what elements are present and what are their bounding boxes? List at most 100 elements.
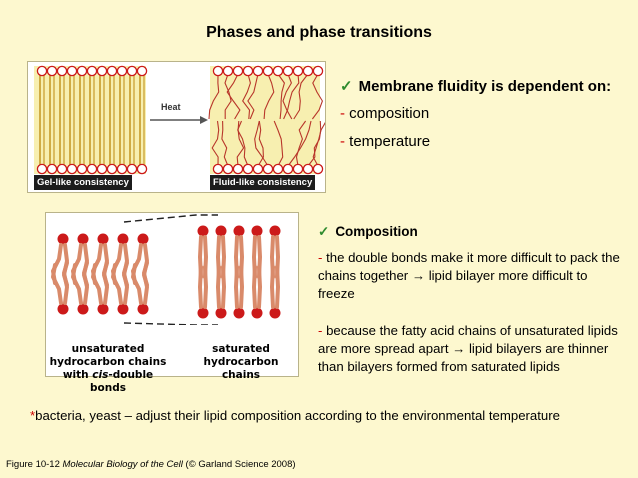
saturated-lipid-tail — [203, 265, 208, 309]
fluid-headgroups — [212, 65, 324, 175]
fluid-tail — [293, 73, 309, 120]
membrane-phase-figure: Heat Gel-like consistency Fluid-like con… — [27, 61, 326, 193]
unsaturated-caption: unsaturated hydrocarbon chains with cis-… — [49, 343, 167, 394]
unsaturated-lipid-head — [97, 233, 109, 245]
membrane-phase-svg: Heat — [34, 65, 325, 175]
saturated-lipid-tail — [221, 265, 226, 309]
unsaturated-lipid-tail — [131, 263, 143, 305]
gel-headgroup — [106, 65, 118, 77]
saturated-lipid-tail — [270, 265, 275, 309]
gel-caption: Gel-like consistency — [34, 175, 132, 190]
fluid-tail — [254, 120, 269, 167]
check-icon: ✓ — [318, 224, 330, 239]
unsaturated-lipid-head — [117, 233, 129, 245]
gel-headgroup — [86, 163, 98, 175]
unsaturated-lipid-head — [97, 303, 109, 315]
gel-headgroups — [36, 65, 148, 175]
saturated-lipid-tail — [198, 265, 203, 309]
fluid-headgroup — [242, 65, 254, 77]
fluid-caption: Fluid-like consistency — [210, 175, 316, 190]
unsaturated-lipid-head — [137, 303, 149, 315]
fluid-tail — [312, 122, 325, 167]
slide-title: Phases and phase transitions — [206, 24, 432, 41]
fluid-tail — [277, 73, 286, 120]
fluid-tail — [211, 120, 220, 167]
fluid-headgroup — [232, 65, 244, 77]
gel-headgroup — [116, 163, 128, 175]
zoom-line-top — [123, 214, 218, 223]
fluid-tail — [237, 120, 249, 167]
fluid-tails — [208, 73, 325, 167]
gel-headgroup — [56, 163, 68, 175]
saturated-lipid-tail — [275, 265, 280, 309]
gel-headgroup — [46, 65, 58, 77]
figure-citation: Figure 10-12 Molecular Biology of the Ce… — [6, 459, 296, 470]
unsaturated-lipid-tail — [51, 263, 63, 305]
gel-headgroup — [66, 163, 78, 175]
fluid-headgroup — [292, 65, 304, 77]
gel-headgroup — [36, 163, 48, 175]
composition-bullet-1: - the double bonds make it more difficul… — [318, 250, 620, 301]
unsaturated-lipid-tail — [111, 263, 123, 305]
unsaturated-lipid-tail — [122, 261, 129, 305]
saturated-caption: saturated hydrocarbon chains — [203, 343, 279, 381]
fluid-headgroup — [252, 65, 264, 77]
fluid-tail — [226, 73, 241, 120]
gel-headgroup — [76, 65, 88, 77]
fluid-headgroup — [252, 163, 264, 175]
fluid-tail — [311, 73, 324, 120]
fluid-headgroup — [232, 163, 244, 175]
environment-note: *bacteria, yeast – adjust their lipid co… — [30, 408, 560, 423]
unsaturated-lipid-tail — [142, 261, 149, 305]
fluid-tail — [287, 120, 312, 167]
unsaturated-lipids — [51, 233, 149, 315]
saturated-lipid-tail — [257, 265, 262, 309]
unsaturated-lipid-tail — [102, 261, 109, 305]
fluid-tail — [257, 120, 264, 167]
saturated-lipid-head — [215, 307, 227, 319]
unsaturated-lipid-head — [117, 303, 129, 315]
fluid-tail — [282, 73, 293, 120]
fluid-headgroup — [282, 65, 294, 77]
unsaturated-lipid-head — [57, 303, 69, 315]
fluid-tail — [273, 120, 284, 167]
gel-headgroup — [106, 163, 118, 175]
fluid-membrane-bg — [210, 66, 320, 174]
unsaturated-lipid-head — [77, 233, 89, 245]
gel-headgroup — [46, 163, 58, 175]
fluid-headgroup — [212, 163, 224, 175]
saturated-lipid-head — [215, 225, 227, 237]
fluid-tail — [263, 73, 275, 120]
gel-headgroup — [126, 65, 138, 77]
saturated-lipid-head — [233, 307, 245, 319]
gel-headgroup — [136, 163, 148, 175]
saturated-lipid-tail — [234, 265, 239, 309]
gel-headgroup — [66, 65, 78, 77]
fluidity-heading: ✓Membrane fluidity is dependent on: — [340, 78, 612, 95]
unsaturated-lipid-head — [77, 303, 89, 315]
gel-headgroup — [126, 163, 138, 175]
fluid-headgroup — [312, 163, 324, 175]
fluid-headgroup — [292, 163, 304, 175]
heat-arrow-head — [200, 116, 208, 124]
chains-svg — [51, 214, 281, 326]
fluid-headgroup — [222, 65, 234, 77]
unsaturated-lipid-head — [57, 233, 69, 245]
fluid-headgroup — [282, 163, 294, 175]
gel-headgroup — [96, 65, 108, 77]
saturated-lipid-head — [251, 225, 263, 237]
saturated-lipid-tail — [252, 265, 257, 309]
saturated-lipid-head — [269, 225, 281, 237]
saturated-lipid-head — [197, 307, 209, 319]
fluid-headgroup — [302, 163, 314, 175]
unsaturated-lipid-head — [137, 233, 149, 245]
saturated-lipid-head — [251, 307, 263, 319]
saturated-lipid-head — [233, 225, 245, 237]
hydrocarbon-chains-figure: unsaturated hydrocarbon chains with cis-… — [45, 212, 299, 394]
saturated-lipid-tail — [239, 265, 244, 309]
gel-headgroup — [116, 65, 128, 77]
fluid-headgroup — [222, 163, 234, 175]
unsaturated-lipid-tail — [82, 261, 89, 305]
composition-bullet-2: - because the fatty acid chains of unsat… — [318, 323, 618, 374]
fluid-tail — [242, 73, 251, 120]
